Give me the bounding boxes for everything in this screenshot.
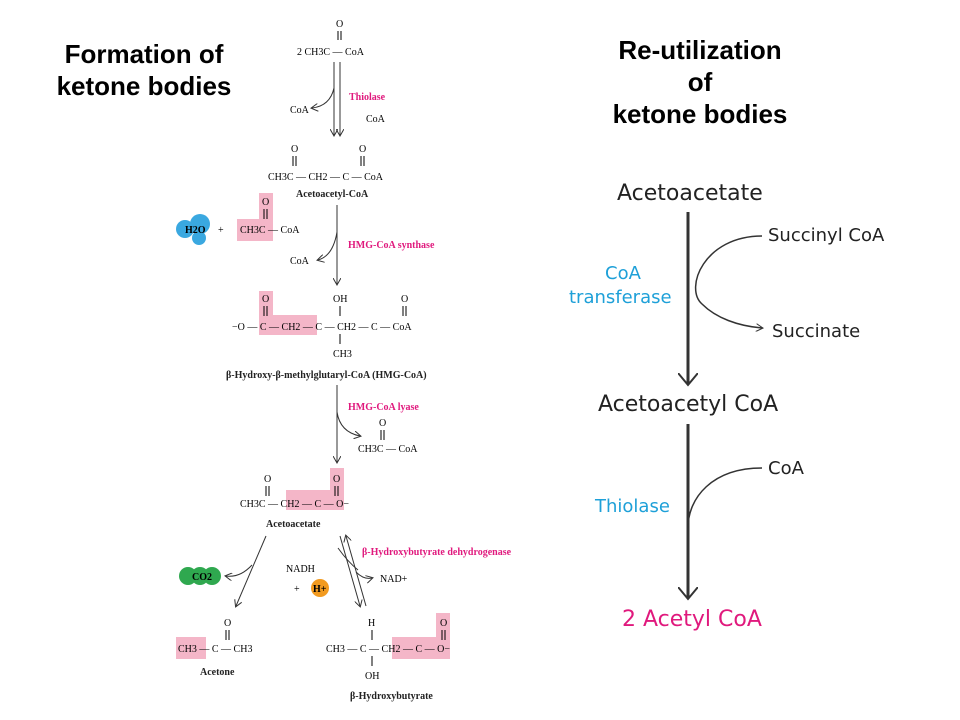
acetyl-coa-product-formula: CH3C — CoA bbox=[358, 444, 418, 455]
acetoacetyl-coa-label-right: Acetoacetyl CoA bbox=[598, 392, 778, 417]
hydroxybutyrate-label: β-Hydroxybutyrate bbox=[350, 691, 433, 702]
svg-text:O: O bbox=[264, 474, 271, 485]
svg-text:O: O bbox=[336, 19, 343, 30]
enzyme-hmg-coa-synthase: HMG-CoA synthase bbox=[348, 240, 435, 251]
arrow-acetyl-out bbox=[336, 411, 360, 436]
hmg-coa-structure: O OH O −O — C — CH2 — C — CH2 — C — CoA … bbox=[226, 294, 427, 381]
succinyl-coa-label: Succinyl CoA bbox=[768, 225, 885, 246]
coa-second: CoA bbox=[366, 114, 386, 125]
acetoacetyl-coa-structure: O O CH3C — CH2 — C — CoA Acetoacetyl-CoA bbox=[268, 144, 384, 200]
acetone-formula: CH3 — C — CH3 bbox=[178, 644, 252, 655]
acetyl-coa-formula: 2 CH3C — CoA bbox=[297, 47, 365, 58]
arrow-co2-out bbox=[226, 564, 253, 576]
svg-text:O: O bbox=[379, 418, 386, 429]
arrow-coa-curve bbox=[687, 467, 763, 529]
arrow-coa-out-2 bbox=[318, 231, 338, 260]
acetone-label: Acetone bbox=[200, 667, 235, 678]
enzyme-hydroxybutyrate-dehydrogenase: β-Hydroxybutyrate dehydrogenase bbox=[362, 547, 512, 558]
title-reutilization-line2: of bbox=[687, 67, 713, 97]
arrow-to-acetone bbox=[236, 535, 267, 606]
acetyl-coa-reactant: O 2 CH3C — CoA bbox=[297, 19, 365, 58]
svg-text:O: O bbox=[262, 197, 269, 208]
svg-text:O: O bbox=[359, 144, 366, 155]
title-reutilization-line3: ketone bodies bbox=[612, 99, 788, 129]
co2-label: CO2 bbox=[192, 572, 212, 583]
svg-text:O: O bbox=[262, 294, 269, 305]
acetone-structure: O CH3 — C — CH3 Acetone bbox=[178, 618, 252, 678]
co2-molecule: CO2 bbox=[179, 567, 221, 585]
coa-transferase-line2: transferase bbox=[569, 287, 672, 308]
arrow-reverse bbox=[346, 536, 367, 607]
enzyme-hmg-coa-lyase: HMG-CoA lyase bbox=[348, 402, 419, 413]
arrow-nadh-in bbox=[337, 547, 359, 571]
hydroxybutyrate-h: H bbox=[368, 618, 375, 629]
acetyl-group-formula: CH3C — CoA bbox=[240, 225, 300, 236]
succinate-label: Succinate bbox=[772, 321, 860, 342]
title-reutilization-line1: Re-utilization bbox=[618, 35, 782, 65]
arrow-coa-out bbox=[312, 87, 335, 108]
plus-sign-2: + bbox=[294, 584, 300, 595]
arrow-nad-out bbox=[355, 571, 372, 578]
svg-text:O: O bbox=[440, 618, 447, 629]
water-molecule: H2O bbox=[176, 214, 210, 245]
enzyme-thiolase-left: Thiolase bbox=[349, 92, 386, 103]
svg-text:O: O bbox=[224, 618, 231, 629]
title-formation: Formation of ketone bodies bbox=[56, 39, 232, 101]
title-reutilization: Re-utilization of ketone bodies bbox=[585, 34, 815, 130]
acetoacetate-structure: O O CH3C — CH2 — C — O− Acetoacetate bbox=[240, 474, 349, 530]
highlights bbox=[176, 193, 450, 659]
acetyl-coa-product-right: 2 Acetyl CoA bbox=[622, 607, 762, 632]
proton-molecule: H+ bbox=[311, 579, 329, 597]
svg-text:O: O bbox=[291, 144, 298, 155]
arrow-succinyl-curve bbox=[694, 235, 762, 328]
arrow-to-hydroxybutyrate bbox=[339, 535, 360, 606]
hmg-coa-oh: OH bbox=[333, 294, 347, 305]
acetoacetate-label-left: Acetoacetate bbox=[266, 519, 321, 530]
acetoacetate-formula: CH3C — CH2 — C — O− bbox=[240, 499, 349, 510]
proton-label: H+ bbox=[313, 584, 327, 595]
hmg-coa-ch3: CH3 bbox=[333, 349, 352, 360]
acetoacetyl-coa-label: Acetoacetyl-CoA bbox=[296, 189, 369, 200]
hydroxybutyrate-structure: H O CH3 — C — CH2 — C — O− OH β-Hydroxyb… bbox=[326, 618, 450, 702]
thiolase-label-right: Thiolase bbox=[594, 496, 670, 517]
svg-text:O: O bbox=[401, 294, 408, 305]
hmg-coa-label: β-Hydroxy-β-methylglutaryl-CoA (HMG-CoA) bbox=[226, 370, 427, 381]
water-label: H2O bbox=[185, 225, 206, 236]
plus-sign-1: + bbox=[218, 225, 224, 236]
svg-text:O: O bbox=[333, 474, 340, 485]
coa-in-label: CoA bbox=[768, 458, 805, 479]
hydroxybutyrate-formula: CH3 — C — CH2 — C — O− bbox=[326, 644, 450, 655]
acetyl-coa-product: O CH3C — CoA bbox=[358, 418, 418, 455]
nadh-label: NADH bbox=[286, 564, 315, 575]
hmg-coa-formula: −O — C — CH2 — C — CH2 — C — CoA bbox=[232, 322, 412, 333]
nad-label: NAD+ bbox=[380, 574, 408, 585]
acetoacetyl-coa-formula: CH3C — CH2 — C — CoA bbox=[268, 172, 384, 183]
coa-transferase-line1: CoA bbox=[605, 263, 642, 284]
acetoacetate-label-right: Acetoacetate bbox=[617, 181, 763, 206]
acetyl-group: O CH3C — CoA bbox=[240, 197, 300, 236]
hydroxybutyrate-oh: OH bbox=[365, 671, 379, 682]
coa-released-1: CoA bbox=[290, 105, 310, 116]
coa-released-2: CoA bbox=[290, 256, 310, 267]
